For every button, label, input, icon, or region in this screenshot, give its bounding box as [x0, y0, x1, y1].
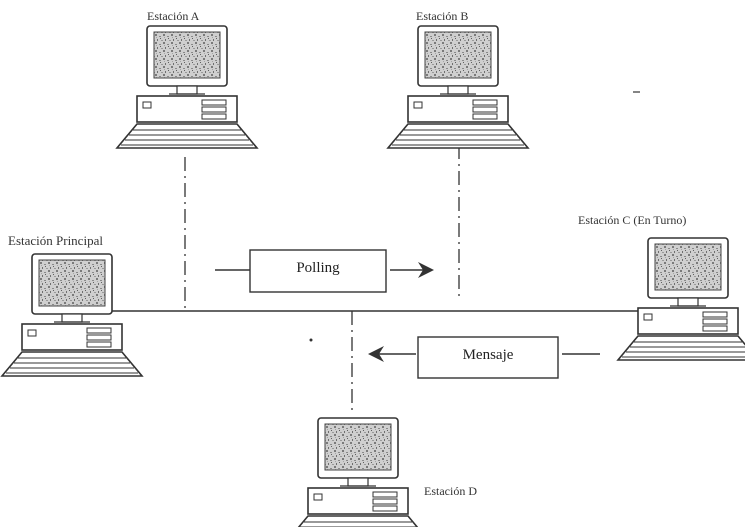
mensaje-arrow-head-icon [368, 346, 384, 362]
computer-icon-station-b [387, 25, 529, 149]
station-b-label: Estación B [416, 9, 469, 23]
mensaje-box [417, 336, 559, 379]
polling-label: Polling [296, 260, 340, 276]
station-d-label: Estación D [424, 484, 477, 498]
polling-box [249, 249, 387, 293]
speck-dot [309, 338, 313, 342]
station-a-label: Estación A [147, 9, 200, 23]
station-c-label: Estación C (En Turno) [578, 213, 687, 227]
polling-arrow-head-icon [418, 262, 434, 278]
computer-icon-station-c [617, 237, 745, 361]
station-principal-label: Estación Principal [8, 233, 103, 248]
mensaje-label: Mensaje [462, 347, 514, 363]
computer-icon-station-principal [1, 253, 143, 377]
computer-icon-station-a [116, 25, 258, 149]
computer-icon-station-d [287, 417, 429, 527]
